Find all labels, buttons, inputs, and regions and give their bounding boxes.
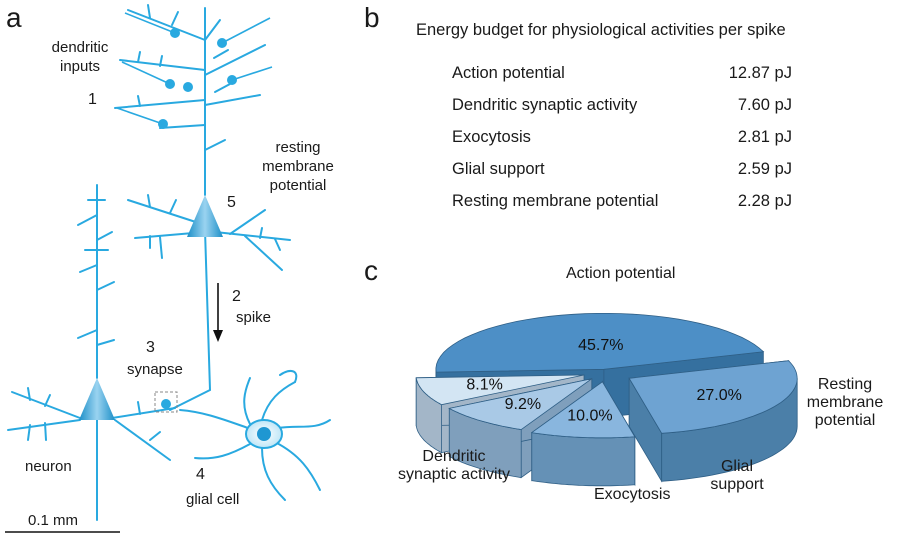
table-row: Action potential 12.87 pJ — [452, 64, 792, 86]
label-dendritic-inputs: dendritic inputs — [51, 39, 109, 75]
pie-slice — [628, 360, 798, 434]
pie-slice — [415, 374, 585, 406]
panel-label-b: b — [364, 2, 380, 33]
pie-slice — [530, 381, 636, 439]
label-number-2: 2 — [232, 288, 241, 305]
label-scale: 0.1 mm — [28, 512, 79, 529]
row-name: Resting membrane potential — [452, 192, 659, 210]
row-name: Action potential — [452, 64, 565, 82]
pie-value-label: 45.7% — [578, 337, 623, 354]
spike-arrow-head — [213, 330, 223, 342]
pie-value-label: 9.2% — [505, 396, 541, 413]
lower-neuron — [7, 184, 176, 521]
pie-label-resting: Resting membrane potential — [806, 376, 884, 429]
dendritic-input-terminals — [158, 28, 237, 129]
row-value: 7.60 pJ — [737, 96, 792, 114]
pie-value-label: 27.0% — [697, 387, 742, 404]
row-name: Dendritic synaptic activity — [452, 96, 638, 114]
label-number-3: 3 — [146, 339, 155, 356]
synapse-terminal — [161, 399, 171, 409]
pie-value-label: 8.1% — [466, 376, 502, 393]
label-synapse: synapse — [127, 361, 183, 378]
panel-label-c: c — [364, 255, 378, 286]
table-row: Exocytosis 2.81 pJ — [452, 128, 792, 150]
label-number-5: 5 — [227, 194, 236, 211]
pie-slice — [448, 378, 593, 431]
table-row: Resting membrane potential 2.28 pJ — [452, 192, 792, 214]
panel-label-a: a — [6, 2, 22, 33]
table-row: Glial support 2.59 pJ — [452, 160, 792, 182]
row-name: Exocytosis — [452, 128, 531, 146]
upper-soma — [187, 195, 223, 237]
lower-soma — [79, 378, 115, 420]
input-axons — [116, 12, 273, 125]
row-value: 2.81 pJ — [737, 128, 792, 146]
pie-label-dendritic: Dendritic synaptic activity — [397, 448, 511, 483]
pie-value-label: 10.0% — [567, 407, 612, 424]
label-neuron: neuron — [25, 458, 72, 475]
row-value: 2.28 pJ — [737, 192, 792, 210]
label-spike: spike — [236, 309, 272, 326]
row-value: 12.87 pJ — [728, 64, 792, 82]
glial-nucleus — [257, 427, 271, 441]
row-value: 2.59 pJ — [737, 160, 792, 178]
table-row: Dendritic synaptic activity 7.60 pJ — [452, 96, 792, 118]
synapse-box — [154, 391, 178, 413]
glial-cell — [179, 369, 331, 501]
label-glial-cell: glial cell — [186, 491, 240, 508]
upper-neuron — [114, 4, 291, 411]
table-title: Energy budget for physiological activiti… — [416, 21, 786, 39]
pie-slice — [435, 313, 765, 373]
pie-label-glial: Glial support — [710, 458, 764, 493]
pie-label-exocytosis: Exocytosis — [594, 486, 671, 503]
pie-slice-wall — [531, 432, 636, 487]
label-number-4: 4 — [196, 466, 205, 483]
label-number-1: 1 — [88, 91, 97, 108]
label-resting-membrane-potential: resting membrane potential — [262, 139, 334, 194]
row-name: Glial support — [452, 160, 545, 178]
pie-label-action-potential: Action potential — [566, 265, 676, 282]
